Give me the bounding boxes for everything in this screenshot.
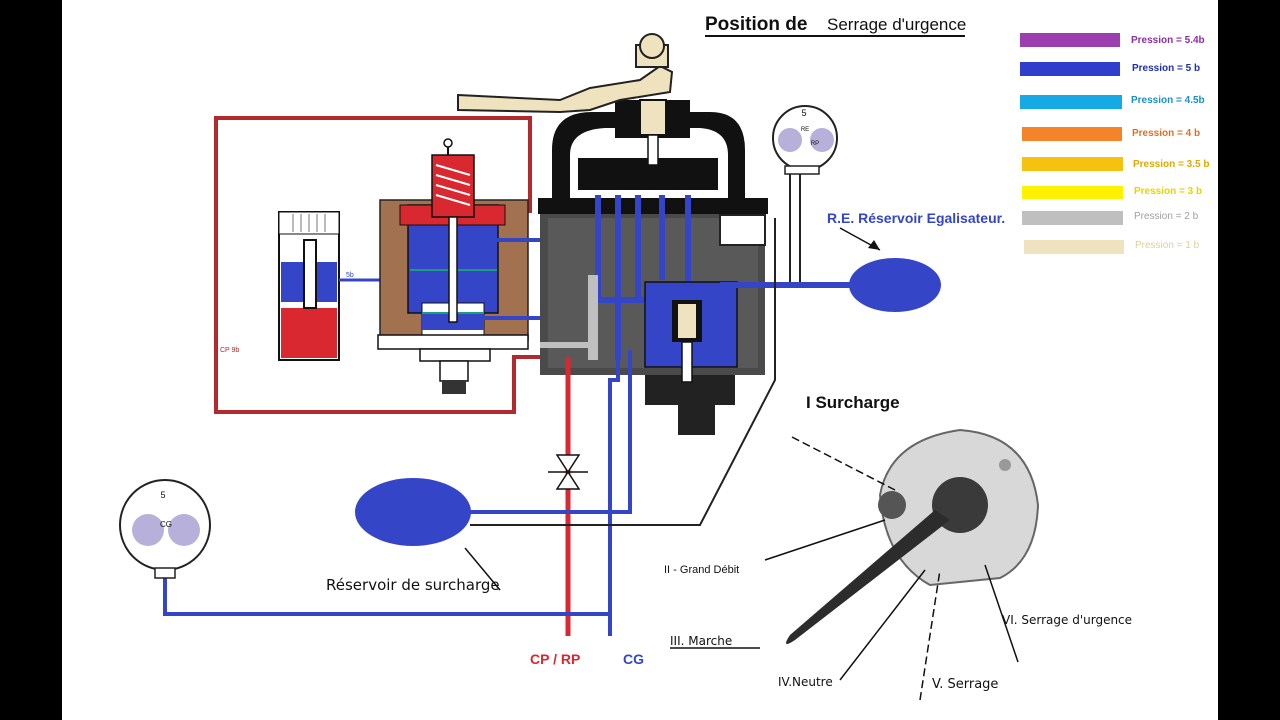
surcharge-reservoir	[355, 478, 471, 546]
title-group: Position de Serrage d'urgence	[705, 14, 966, 37]
legend-swatch-4-5b	[1020, 95, 1122, 109]
legend-swatch-4b	[1022, 127, 1122, 141]
main-valve-body	[457, 33, 850, 435]
handle-position-labels: I Surcharge II - Grand Débit III. Marche…	[664, 393, 1132, 701]
equalizing-reservoir	[849, 258, 941, 312]
relay-cylinder: 5b CP 9b	[220, 211, 400, 361]
label-grand-debit: II - Grand Débit	[664, 564, 739, 576]
regulator-valve	[377, 138, 545, 394]
legend-swatch-5b	[1020, 62, 1120, 76]
pressure-legend: Pression = 5.4b Pression = 5 b Pression …	[1020, 33, 1209, 254]
legend-label-5-4b: Pression = 5.4b	[1131, 35, 1205, 46]
legend-label-2b: Pression = 2 b	[1134, 211, 1199, 222]
label-cp-rp: CP / RP	[530, 651, 580, 667]
label-cp-9b: CP 9b	[220, 347, 239, 354]
red-pipe-loop	[214, 116, 568, 414]
cg-gauge-label: CG	[160, 520, 172, 529]
legend-label-4-5b: Pression = 4.5b	[1131, 95, 1205, 106]
cg-gauge-scale: 5	[160, 490, 165, 500]
re-rp-gauge: 5 RE RP	[772, 105, 838, 282]
legend-label-3-5b: Pression = 3.5 b	[1133, 159, 1209, 170]
re-gauge-scale: 5	[801, 108, 806, 118]
re-gauge-label-rp: RP	[811, 141, 819, 147]
label-surcharge-reservoir: Réservoir de surcharge	[326, 576, 500, 594]
label-surcharge: I Surcharge	[806, 393, 900, 412]
legend-label-3b: Pression = 3 b	[1134, 186, 1202, 197]
label-serrage: V. Serrage	[932, 677, 998, 692]
legend-swatch-5-4b	[1020, 33, 1120, 47]
re-gauge-label-re: RE	[801, 127, 809, 133]
label-serrage-urgence: VI. Serrage d'urgence	[1002, 613, 1132, 627]
legend-swatch-1b	[1024, 240, 1124, 254]
legend-label-5b: Pression = 5 b	[1132, 63, 1200, 74]
legend-swatch-3-5b	[1022, 157, 1123, 171]
title-prefix: Position de	[705, 14, 807, 35]
brake-valve-diagram: Position de Serrage d'urgence Pression =…	[119, 14, 1209, 701]
title-mode: Serrage d'urgence	[827, 15, 966, 34]
label-5b: 5b	[346, 272, 354, 279]
bottom-pipes	[163, 218, 776, 636]
legend-label-1b: Pression = 1 b	[1135, 240, 1200, 251]
legend-swatch-3b	[1022, 186, 1123, 199]
brake-handle-photo	[786, 428, 1040, 644]
legend-swatch-2b	[1022, 211, 1123, 225]
label-cg: CG	[623, 651, 644, 667]
label-re-reservoir: R.E. Réservoir Egalisateur.	[827, 210, 1005, 226]
label-neutre: IV.Neutre	[778, 675, 833, 689]
diagram-sheet: Position de Serrage d'urgence Pression =…	[62, 0, 1218, 720]
label-marche: III. Marche	[670, 634, 732, 648]
legend-label-4b: Pression = 4 b	[1132, 128, 1200, 139]
cg-gauge: 5 CG	[119, 479, 211, 579]
